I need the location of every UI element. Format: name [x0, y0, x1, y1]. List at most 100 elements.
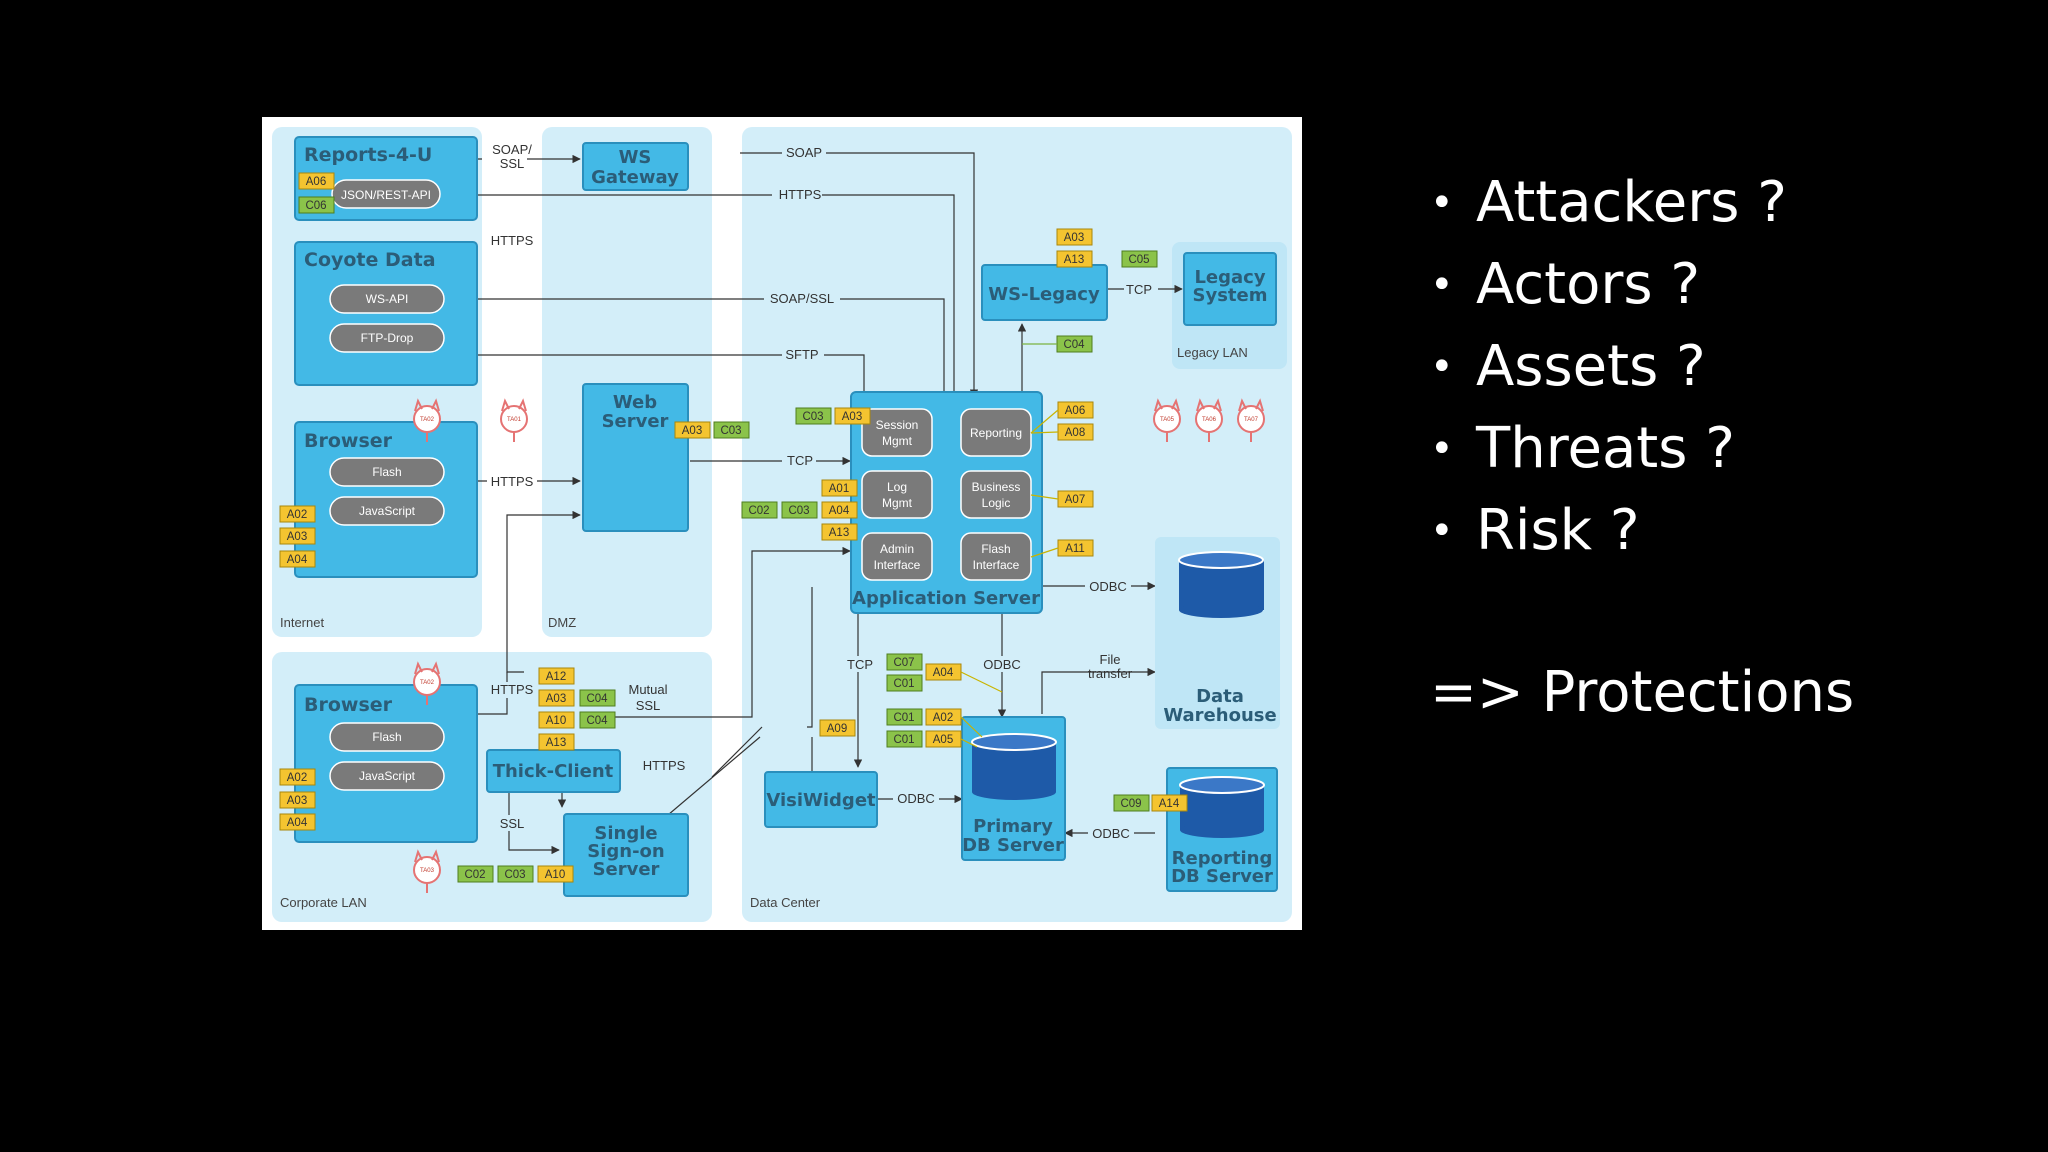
- svg-text:C05: C05: [1128, 254, 1149, 266]
- web-server-box: [582, 383, 689, 532]
- tag-repdb-c09: C09: [1113, 794, 1150, 812]
- tag-legacy-c05: C05: [1121, 250, 1158, 268]
- flash-interface-l2: Interface: [973, 558, 1020, 572]
- svg-text:A04: A04: [287, 817, 308, 829]
- svg-text:A06: A06: [1065, 405, 1085, 417]
- svg-text:TA02: TA02: [420, 680, 435, 686]
- session-mgmt-l2: Mgmt: [882, 434, 913, 448]
- legacy-system-line2: System: [1193, 285, 1268, 306]
- zone-dmz: [542, 127, 712, 637]
- svg-text:A03: A03: [842, 411, 862, 423]
- zone-label-data-center: Data Center: [750, 895, 821, 910]
- conn-https-sso: HTTPS: [643, 758, 686, 773]
- flash-interface-l1: Flash: [981, 542, 1010, 556]
- bullet-text: Actors ?: [1476, 252, 1701, 317]
- svg-text:C04: C04: [586, 715, 608, 727]
- svg-text:C01: C01: [893, 734, 914, 746]
- tag-admin-a13: A13: [821, 523, 858, 541]
- reports-4-u-title: Reports-4-U: [304, 144, 432, 166]
- browser-corp-title: Browser: [304, 694, 393, 716]
- legacy-system-line1: Legacy: [1194, 267, 1265, 288]
- bullet-dot-icon: •: [1430, 508, 1454, 554]
- app-modules: Session Mgmt Reporting Log Mgmt Business…: [861, 408, 1032, 581]
- bullet-dot-icon: •: [1430, 344, 1454, 390]
- log-mgmt-l2: Mgmt: [882, 496, 913, 510]
- conn-odbc-app: ODBC: [983, 657, 1021, 672]
- svg-text:A06: A06: [306, 176, 326, 188]
- reporting-l1: Reporting: [970, 426, 1022, 440]
- svg-text:A10: A10: [545, 869, 565, 881]
- bullet-text: Threats ?: [1476, 416, 1735, 481]
- svg-text:A05: A05: [933, 734, 953, 746]
- svg-text:C02: C02: [748, 505, 769, 517]
- tag-thick-a12: A12: [538, 667, 575, 685]
- ws-gateway-box: [582, 142, 689, 191]
- svg-text:A03: A03: [546, 693, 566, 705]
- coyote-data-title: Coyote Data: [304, 249, 436, 271]
- svg-text:C04: C04: [586, 693, 608, 705]
- browser-internet-js-pill: [329, 496, 445, 526]
- data-warehouse-line1: Data: [1196, 686, 1244, 707]
- conn-sftp: SFTP: [785, 347, 818, 362]
- conn-https-browser: HTTPS: [491, 474, 534, 489]
- tag-browser-internet-a02: A02: [279, 505, 316, 523]
- svg-text:C01: C01: [893, 678, 914, 690]
- zone-label-legacy-lan: Legacy LAN: [1177, 345, 1248, 360]
- svg-text:A12: A12: [546, 671, 566, 683]
- tag-primary-c01-1: C01: [886, 708, 923, 726]
- ws-gateway-line1: WS: [619, 147, 652, 168]
- threat-agent-icon: TA05: [1153, 398, 1181, 442]
- tag-reports-c06: C06: [298, 196, 335, 214]
- conn-soap-ssl-top-1: SOAP/: [492, 142, 532, 157]
- tag-thick-a13: A13: [538, 733, 575, 751]
- ftp-drop-pill: [329, 323, 445, 353]
- sso-line1: Single: [594, 823, 657, 844]
- svg-text:A14: A14: [1159, 798, 1180, 810]
- question-list: •Attackers ? •Actors ? •Assets ? •Threat…: [1430, 168, 1787, 578]
- svg-text:A03: A03: [287, 795, 307, 807]
- conn-file-transfer-2: transfer: [1088, 666, 1133, 681]
- tag-odbc-c01: C01: [886, 674, 923, 692]
- tag-reports-a06: A06: [298, 172, 335, 190]
- browser-corp-js-pill: [329, 761, 445, 791]
- visiwidget-box: [764, 771, 878, 828]
- conn-ssl: SSL: [500, 816, 525, 831]
- threat-agent-icon: TA06: [1195, 398, 1223, 442]
- svg-text:C06: C06: [305, 200, 326, 212]
- svg-text:A04: A04: [933, 667, 954, 679]
- admin-interface-module: [861, 532, 933, 581]
- bullet-dot-icon: •: [1430, 262, 1454, 308]
- svg-text:C03: C03: [720, 425, 741, 437]
- svg-text:A01: A01: [829, 483, 849, 495]
- zone-label-dmz: DMZ: [548, 615, 576, 630]
- browser-corp-flash-label: Flash: [372, 730, 401, 744]
- svg-text:A03: A03: [1064, 232, 1084, 244]
- svg-text:A02: A02: [933, 712, 953, 724]
- tag-web-a03: A03: [674, 421, 711, 439]
- svg-text:TA03: TA03: [420, 868, 435, 874]
- thick-client-title: Thick-Client: [493, 761, 614, 782]
- reporting-db-line2: DB Server: [1171, 866, 1273, 887]
- tag-primary-a05: A05: [925, 730, 962, 748]
- tag-thick-c04-2: C04: [579, 711, 616, 729]
- tag-browser-corp-a03: A03: [279, 791, 316, 809]
- svg-text:C07: C07: [893, 657, 914, 669]
- tag-business-a07: A07: [1057, 490, 1094, 508]
- bullet-item: •Attackers ?: [1430, 168, 1787, 250]
- session-mgmt-module: [861, 408, 933, 457]
- tag-sso-a10: A10: [537, 865, 574, 883]
- conn-mutual-ssl-1: Mutual: [628, 682, 667, 697]
- threat-agent-icon: TA02: [413, 398, 441, 442]
- bullet-item: •Assets ?: [1430, 332, 1787, 414]
- session-mgmt-l1: Session: [876, 418, 919, 432]
- tag-primary-a02: A02: [925, 708, 962, 726]
- ws-gateway-line2: Gateway: [591, 167, 679, 188]
- bullet-text: Attackers ?: [1476, 170, 1787, 235]
- svg-text:C03: C03: [802, 411, 823, 423]
- svg-text:TA06: TA06: [1202, 417, 1217, 423]
- tag-reporting-a06: A06: [1057, 401, 1094, 419]
- tag-ws-legacy-a13: A13: [1056, 250, 1093, 268]
- business-logic-l2: Logic: [982, 496, 1011, 510]
- tag-browser-internet-a03: A03: [279, 527, 316, 545]
- svg-text:C09: C09: [1120, 798, 1141, 810]
